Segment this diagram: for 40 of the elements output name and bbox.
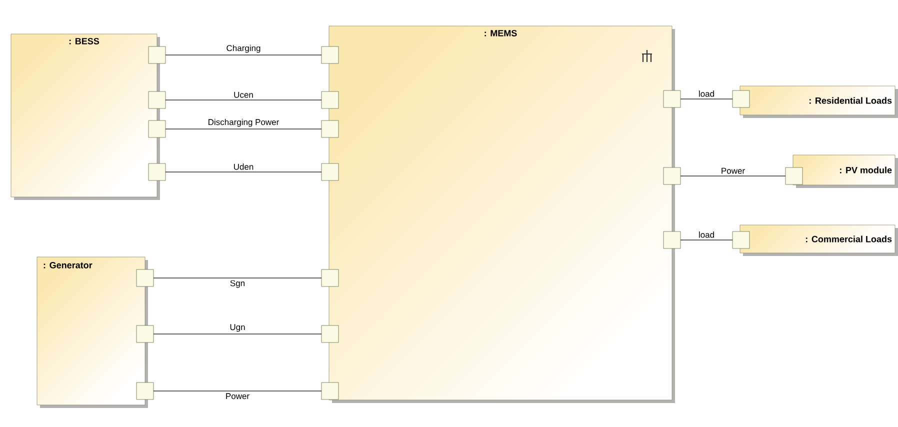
port-box — [785, 167, 803, 185]
edge-label: load — [697, 90, 716, 98]
block-box: : MEMS — [328, 26, 675, 403]
edge-label: Power — [224, 392, 251, 400]
edge-label: Discharging Power — [206, 118, 280, 128]
connector-line — [153, 390, 322, 392]
port-box — [663, 167, 681, 185]
edge-label: Ucen — [232, 90, 254, 99]
edge-label: Uden — [232, 162, 255, 171]
port-box — [321, 163, 339, 181]
block-box: : Residential Loads — [740, 86, 898, 118]
port-box — [148, 120, 166, 138]
edge-label: load — [697, 230, 716, 239]
port-box — [321, 91, 339, 109]
port-box — [136, 269, 154, 287]
port-box — [732, 231, 750, 249]
block-box: : PV module — [792, 154, 898, 188]
connector-line — [165, 54, 322, 56]
port-box — [321, 382, 339, 400]
edge-label: Ugn — [228, 323, 246, 333]
port-box — [148, 91, 166, 109]
block-box: : BESS — [10, 34, 160, 200]
edge-label: Charging — [225, 44, 262, 54]
port-box — [321, 46, 339, 64]
port-box — [663, 231, 681, 249]
port-box — [148, 163, 166, 181]
port-box — [321, 120, 339, 138]
port-box — [136, 382, 154, 400]
block-box: : Generator — [36, 256, 148, 408]
edge-label: Power — [720, 166, 746, 175]
connector-line — [680, 98, 733, 100]
port-box — [732, 90, 750, 108]
edge-label: Sgn — [228, 279, 246, 289]
block-box: : Commercial Loads — [740, 224, 898, 256]
port-box — [148, 46, 166, 64]
connector-line — [165, 128, 322, 130]
port-box — [663, 90, 681, 108]
port-box — [321, 325, 339, 343]
port-box — [321, 269, 339, 287]
port-box — [136, 325, 154, 343]
